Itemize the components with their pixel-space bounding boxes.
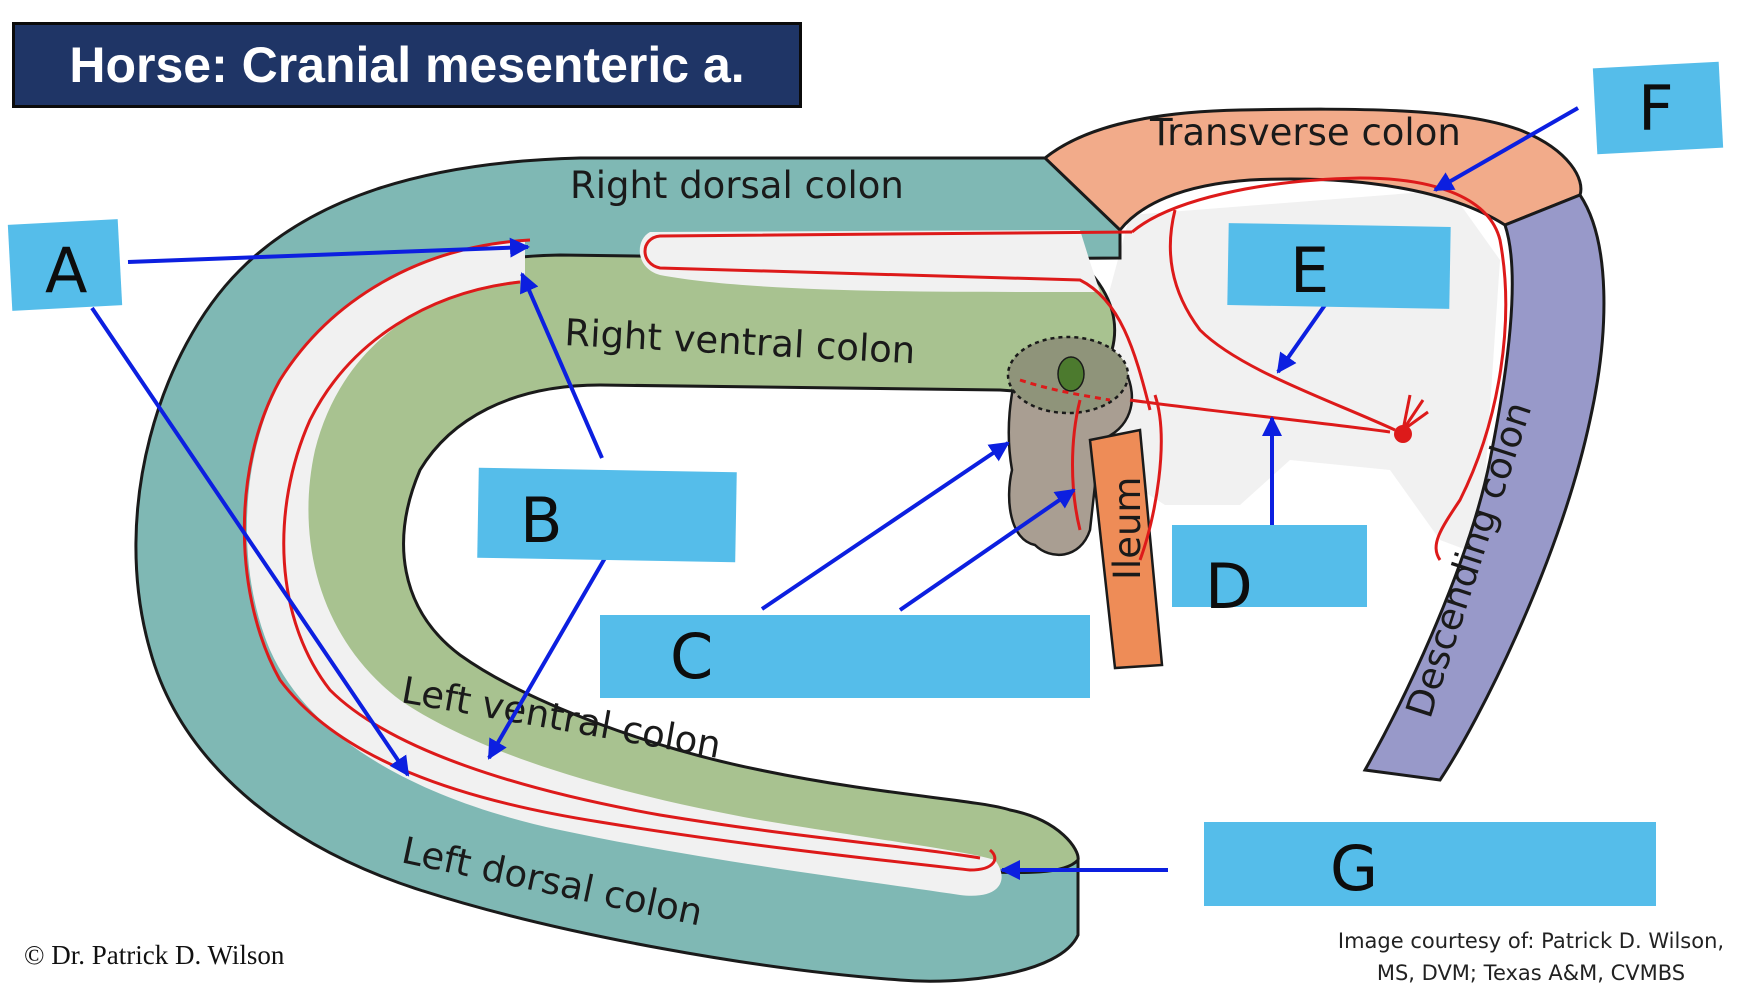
pointer-arrows bbox=[90, 106, 1579, 880]
label-b-text: B bbox=[520, 484, 563, 557]
page-title: Horse: Cranial mesenteric a. bbox=[69, 37, 745, 93]
transverse-colon-label: Transverse colon bbox=[1149, 111, 1461, 154]
right-colic-artery bbox=[643, 230, 1152, 411]
ileal-artery bbox=[1138, 394, 1163, 561]
label-d-text: D bbox=[1205, 550, 1253, 623]
label-f-text: F bbox=[1638, 72, 1674, 145]
cecal-artery bbox=[1071, 399, 1082, 531]
label-box-c[interactable]: C bbox=[600, 615, 1090, 698]
cecal-artery-dashed bbox=[1019, 378, 1111, 402]
arrow-b-lower bbox=[487, 556, 607, 760]
transverse-colon bbox=[1042, 107, 1583, 233]
image-courtesy: Image courtesy of: Patrick D. Wilson, MS… bbox=[1321, 925, 1741, 989]
courtesy-line-1: Image courtesy of: Patrick D. Wilson, bbox=[1337, 929, 1725, 953]
label-box-b[interactable]: B bbox=[477, 467, 737, 563]
arrow-c-upper bbox=[760, 441, 1010, 611]
label-c-text: C bbox=[670, 620, 713, 693]
courtesy-line-2: MS, DVM; Texas A&M, CVMBS bbox=[1376, 961, 1686, 985]
arrow-a-upper bbox=[127, 237, 530, 264]
inner-colic-artery bbox=[282, 280, 981, 860]
label-box-g[interactable]: G bbox=[1204, 822, 1656, 906]
title-banner: Horse: Cranial mesenteric a. bbox=[12, 22, 802, 108]
arteries bbox=[242, 176, 1508, 872]
artery-origin-branches bbox=[1401, 394, 1429, 432]
ileum bbox=[1088, 428, 1164, 670]
label-box-a[interactable]: A bbox=[7, 219, 123, 311]
label-g-text: G bbox=[1330, 832, 1378, 905]
label-e-text: E bbox=[1290, 234, 1329, 307]
artery-origin bbox=[1394, 425, 1412, 443]
descending-colon bbox=[1362, 193, 1606, 782]
label-box-d[interactable]: D bbox=[1172, 525, 1367, 623]
arrow-b-upper bbox=[520, 272, 604, 459]
mesentery-band bbox=[246, 240, 1002, 896]
jejunal-artery bbox=[1168, 209, 1396, 432]
label-box-e[interactable]: E bbox=[1227, 223, 1451, 309]
label-a-text: A bbox=[45, 234, 87, 307]
ileum-label: Ileum bbox=[1106, 477, 1149, 580]
arrow-e bbox=[1276, 303, 1327, 374]
label-box-f[interactable]: F bbox=[1592, 61, 1724, 155]
middle-colic-artery bbox=[1131, 176, 1508, 561]
arrow-c-lower bbox=[898, 488, 1076, 612]
arrow-f bbox=[1433, 106, 1579, 192]
ileocecal-orifice bbox=[1057, 356, 1085, 392]
copyright-text: © Dr. Patrick D. Wilson bbox=[24, 940, 285, 970]
arrow-a-lower bbox=[90, 306, 410, 777]
outer-colic-artery bbox=[242, 238, 997, 872]
right-dorsal-colon-label: Right dorsal colon bbox=[570, 164, 904, 207]
